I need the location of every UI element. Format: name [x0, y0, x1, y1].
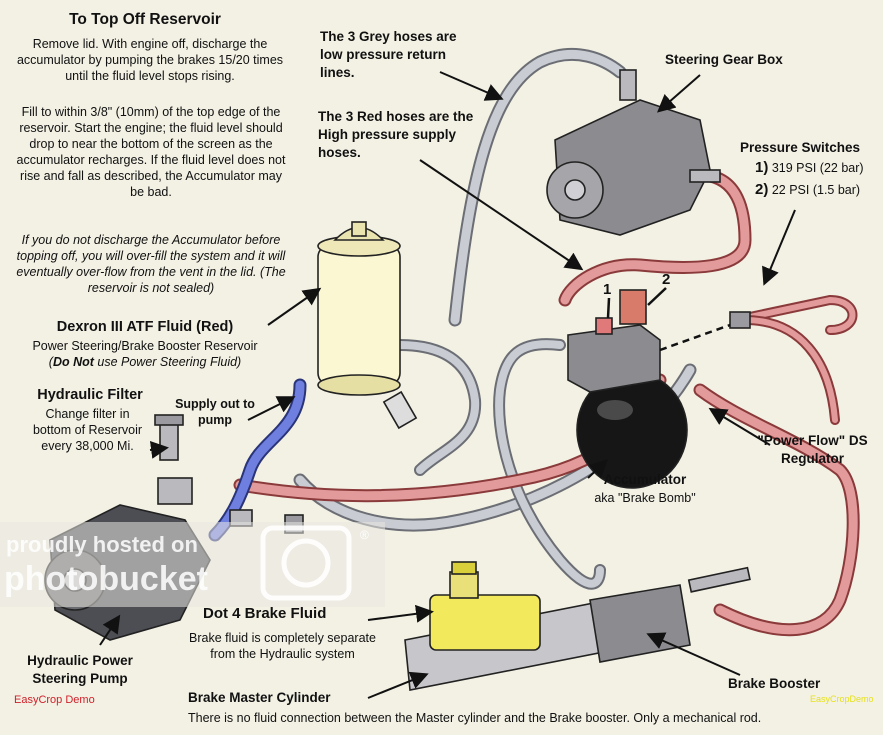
switch-callout-1: 1 — [603, 281, 612, 298]
arrow-steering-gear — [656, 74, 701, 113]
watermark-line1: proudly hosted on — [6, 532, 198, 557]
pressure-switches-title: Pressure Switches — [740, 140, 861, 155]
filter-title: Hydraulic Filter — [37, 387, 143, 403]
reservoir-instructions-p1: Remove lid. With engine off, discharge t… — [16, 37, 284, 83]
red-hose-booster — [693, 383, 860, 637]
corner-right-label: EasyCropDemo — [810, 694, 874, 704]
watermark-band — [0, 522, 385, 607]
booster-label: Brake Booster — [728, 676, 821, 691]
red-hoses-label: The 3 Red hoses are the High pressure su… — [318, 109, 474, 160]
arrow-filter — [149, 440, 169, 459]
arrow-fluid — [267, 287, 322, 326]
steering-gear-label: Steering Gear Box — [665, 52, 783, 67]
master-title: Brake Master Cylinder — [188, 690, 331, 705]
filter-text: Change filter in bottom of Reservoir eve… — [32, 407, 143, 453]
brake-fluid-text: Brake fluid is completely separate from … — [189, 631, 376, 661]
arrow-brake-fluid — [367, 604, 434, 623]
pump-label: Hydraulic Power Steering Pump — [27, 653, 133, 686]
arrow-accumulator — [587, 459, 608, 479]
filter-supply-hose — [208, 378, 307, 542]
switch-callout-2: 2 — [662, 271, 671, 288]
leader-arrows — [99, 71, 796, 699]
master-text: There is no fluid connection between the… — [188, 711, 762, 725]
fluid-line2: (Do Not use Power Steering Fluid) — [48, 355, 242, 369]
regulator-label: "Power Flow" DS Regulator — [757, 433, 868, 466]
watermark-line2: photobucket — [4, 560, 208, 598]
arrow-booster — [646, 632, 741, 676]
watermark-reg: ® — [360, 528, 369, 542]
accumulator-aka: aka "Brake Bomb" — [594, 491, 696, 505]
arrow-regulator — [708, 407, 771, 446]
reservoir-instructions-p3: If you do not discharge the Accumulator … — [16, 233, 286, 295]
steering-gear-box — [546, 69, 721, 236]
accumulator-title: Accumulator — [603, 472, 687, 487]
brake-fluid-title: Dot 4 Brake Fluid — [203, 605, 327, 622]
pressure-switch-1: 1) 319 PSI (22 bar) — [755, 159, 864, 176]
arrow-grey-hoses — [439, 71, 504, 101]
reservoir-instructions-title: To Top Off Reservoir — [69, 11, 221, 28]
fluid-title: Dexron III ATF Fluid (Red) — [56, 319, 234, 335]
arrow-master — [367, 671, 429, 699]
regulator-block — [567, 289, 751, 393]
pressure-switch-2: 2) 22 PSI (1.5 bar) — [755, 181, 861, 198]
arrow-supply — [247, 396, 296, 421]
supply-label: Supply out to pump — [175, 397, 255, 427]
corner-left-label: EasyCrop Demo — [14, 694, 95, 706]
red-supply-hoses — [233, 168, 860, 637]
fluid-line1: Power Steering/Brake Booster Reservoir — [32, 339, 258, 353]
pressure-switch-callouts — [606, 287, 731, 352]
accumulator — [576, 371, 688, 489]
reservoir-instructions-p2: Fill to within 3/8" (10mm) of the top ed… — [16, 105, 286, 199]
grey-hoses-label: The 3 Grey hoses are low pressure return… — [320, 29, 457, 80]
fluid-do-not: Do Not — [52, 355, 94, 369]
arrow-red-hoses — [419, 159, 584, 271]
arrow-pump — [99, 614, 121, 646]
reservoir — [317, 221, 418, 430]
arrow-pressure-switches — [762, 209, 796, 286]
